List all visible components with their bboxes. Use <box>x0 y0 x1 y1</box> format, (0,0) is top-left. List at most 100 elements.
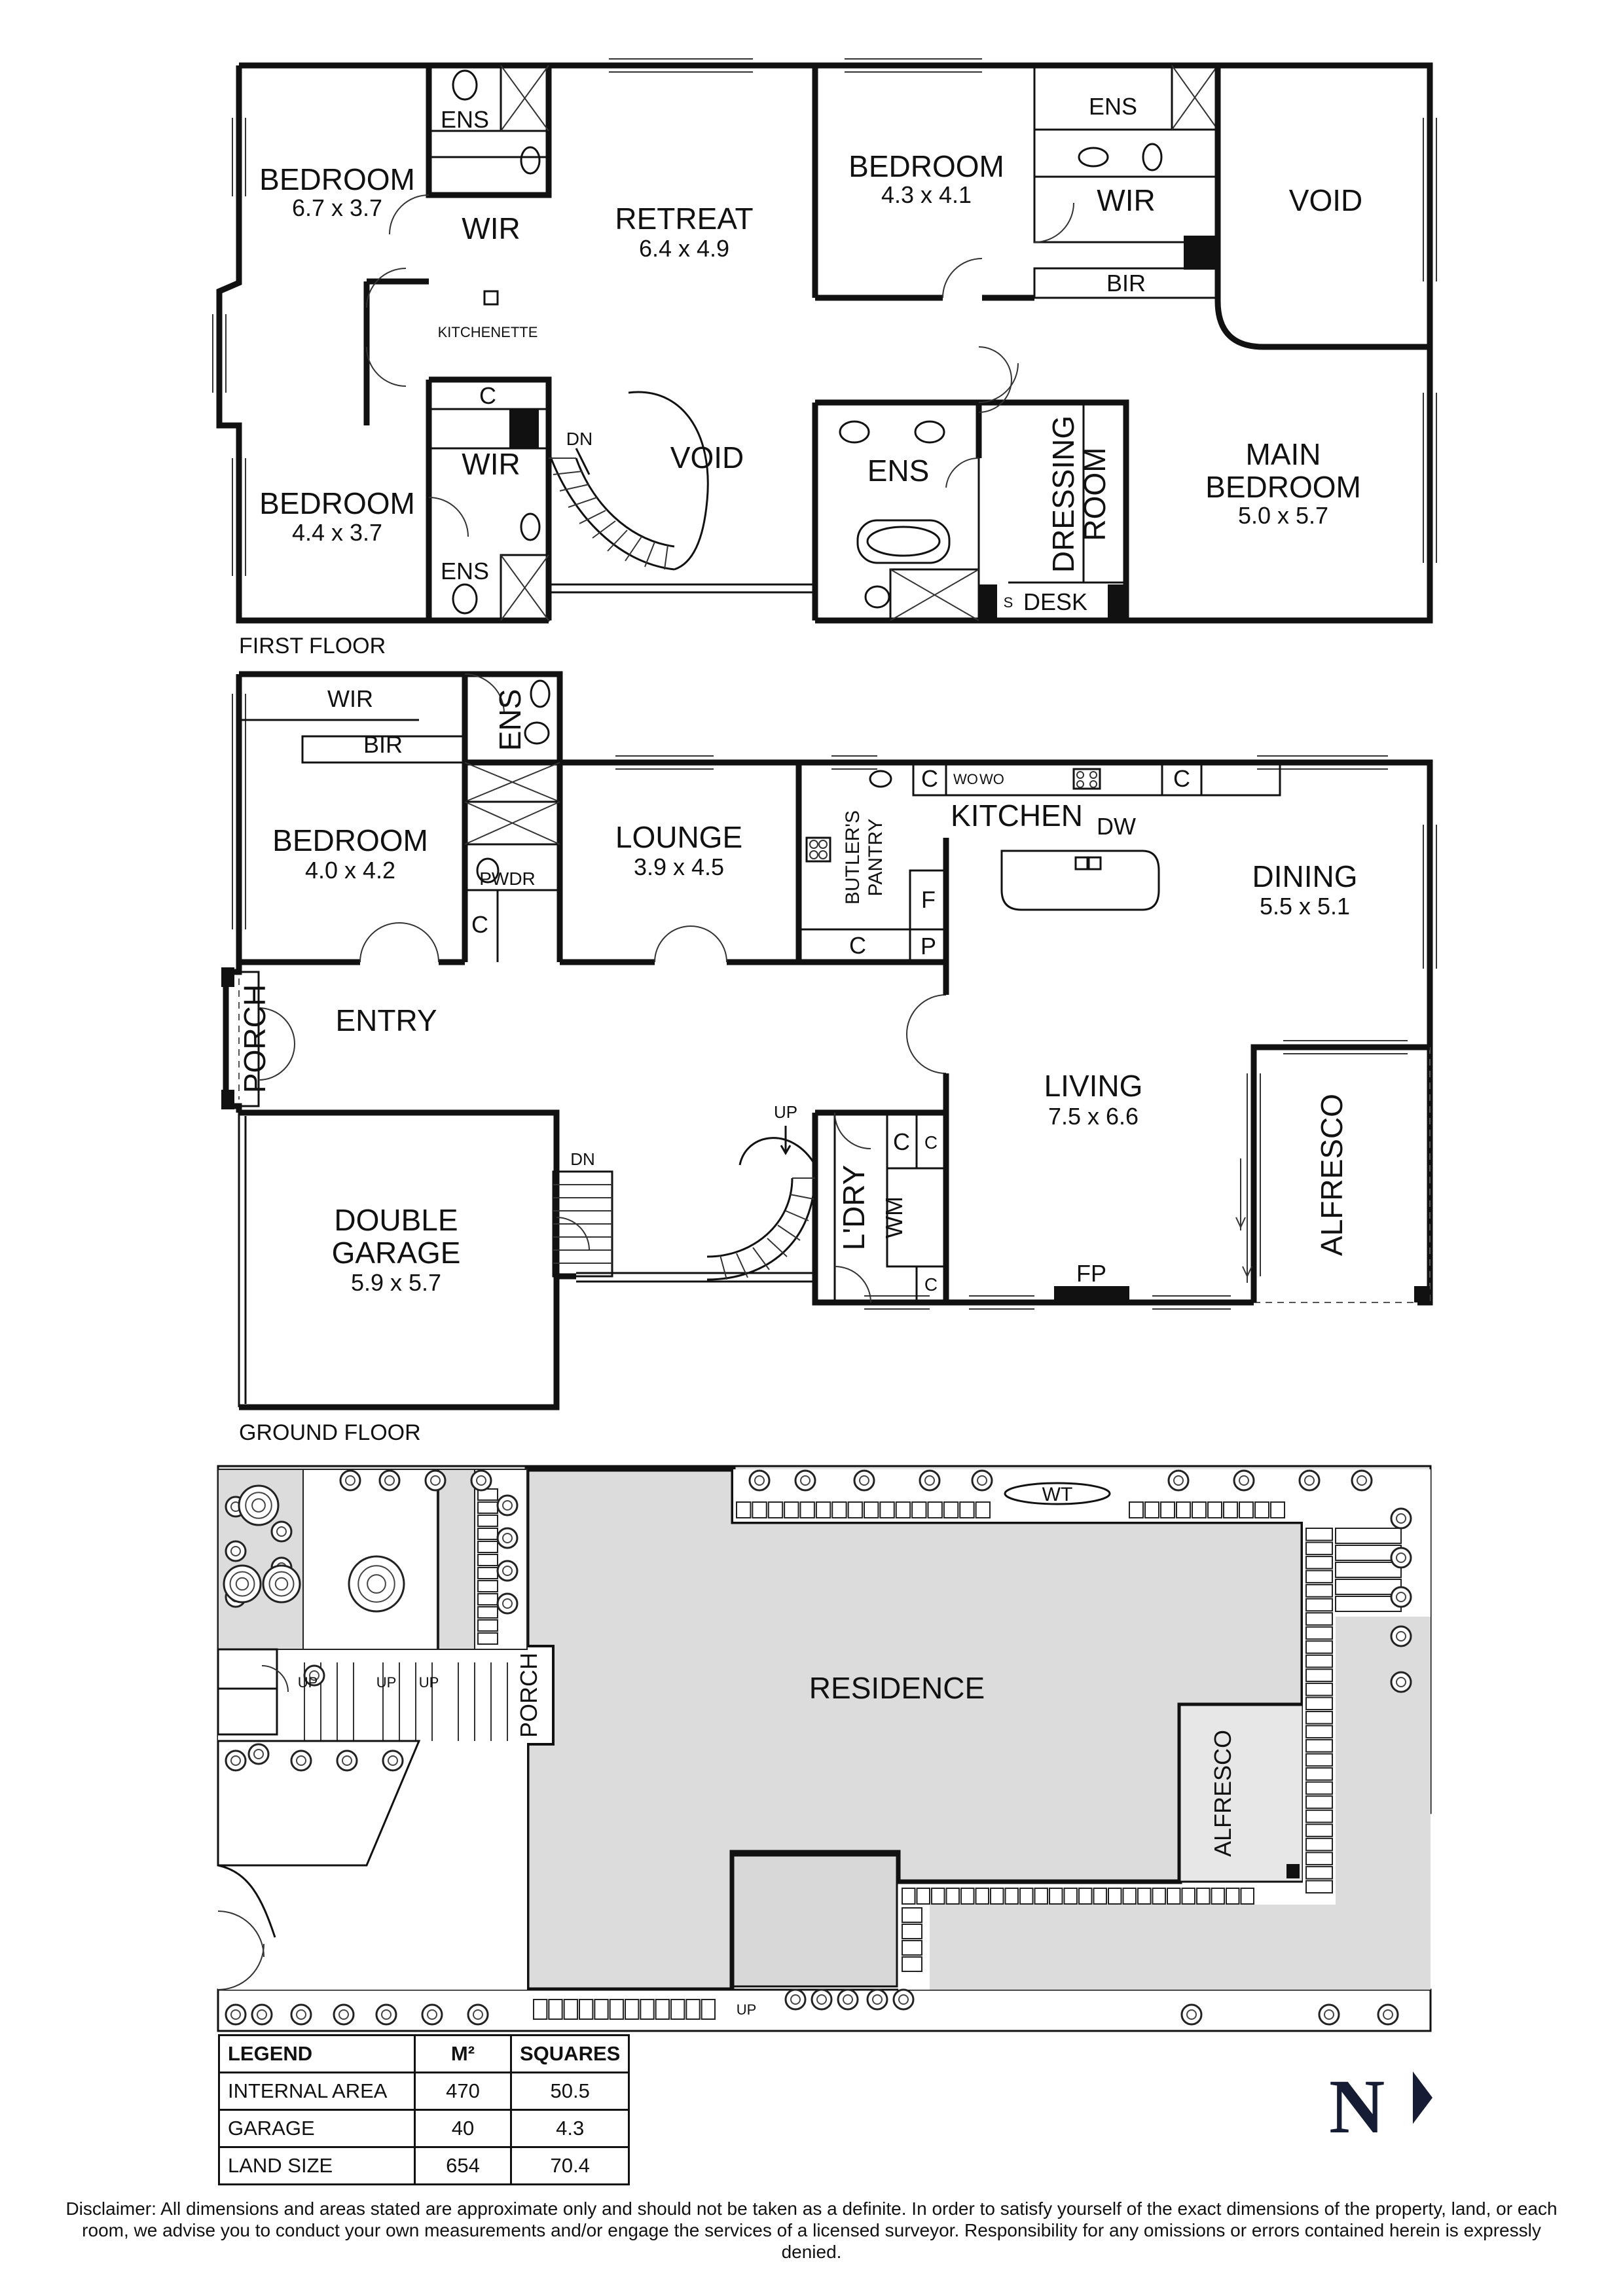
gf-c-label-2: C <box>849 932 866 959</box>
tree-icon <box>1298 1469 1321 1492</box>
tree-icon <box>303 1664 325 1687</box>
paver <box>1211 1888 1225 1905</box>
paver <box>752 1501 767 1518</box>
f-label: F <box>921 886 936 913</box>
paver <box>1223 1501 1238 1518</box>
paver <box>477 1632 498 1645</box>
kitchen-label: KITCHEN <box>951 798 1083 833</box>
site-porch-label: PORCH <box>515 1653 542 1738</box>
tree-icon <box>1180 2003 1203 2026</box>
gf-up-label: UP <box>774 1102 797 1122</box>
paver <box>1305 1865 1333 1880</box>
lounge-label: LOUNGE <box>615 820 742 854</box>
paver <box>895 1501 911 1518</box>
paver <box>477 1501 498 1514</box>
paver <box>1305 1781 1333 1795</box>
paver <box>1305 1711 1333 1725</box>
paver <box>1305 1528 1333 1541</box>
paver <box>1305 1753 1333 1767</box>
paver <box>959 1501 975 1518</box>
first-floor-plan: DRESSING ROOM BEDROOM 6.7 x 3.7 RETREAT … <box>212 58 1437 658</box>
tree-icon <box>467 2003 489 2026</box>
ff-void-2-label: VOID <box>670 440 744 475</box>
tree-icon <box>333 2003 355 2026</box>
site-up-label-1: UP <box>298 1674 318 1691</box>
gf-c-label-5: C <box>893 1128 910 1155</box>
paver <box>1305 1598 1333 1612</box>
dining-label: DINING <box>1252 859 1358 893</box>
ground-floor-title: GROUND FLOOR <box>239 1420 421 1445</box>
paver <box>701 1999 716 2020</box>
paver <box>579 1999 594 2020</box>
paver <box>1305 1852 1333 1865</box>
tree-icon <box>837 1988 859 2011</box>
tree-icon <box>811 1988 833 2011</box>
paver <box>767 1501 784 1518</box>
paver <box>1305 1556 1333 1570</box>
ff-ens-label-2: ENS <box>1089 93 1137 120</box>
wm-label: WM <box>881 1196 907 1238</box>
paver <box>990 1888 1004 1905</box>
main-bedroom-dim: 5.0 x 5.7 <box>1238 502 1328 529</box>
tree-icon <box>375 2003 397 2026</box>
ff-bedroom-3-label: BEDROOM <box>259 486 415 520</box>
paver <box>847 1501 863 1518</box>
tree-icon <box>1390 1507 1412 1530</box>
large-tree-icon <box>348 1555 405 1613</box>
garage-label-1: DOUBLE <box>334 1203 458 1237</box>
paver <box>1305 1626 1333 1640</box>
gf-c-label-6: C <box>924 1132 938 1153</box>
large-tree-icon <box>223 1564 262 1604</box>
tree-icon <box>1390 1625 1412 1647</box>
tree-icon <box>1377 2003 1399 2026</box>
gf-alfresco-label: ALFRESCO <box>1315 1094 1349 1256</box>
tree-icon <box>866 1988 888 2011</box>
fp-label: FP <box>1076 1260 1106 1287</box>
paver <box>1305 1570 1333 1584</box>
desk-s-left: S <box>1004 594 1013 611</box>
paver <box>1144 1501 1159 1518</box>
gf-c-label-1: C <box>471 911 488 938</box>
dw-label: DW <box>1097 813 1136 840</box>
paver <box>736 1501 752 1518</box>
site-up-label-4: UP <box>737 2001 757 2018</box>
paver <box>1160 1501 1175 1518</box>
site-up-label-3: UP <box>419 1674 439 1691</box>
wt-label: WT <box>1042 1484 1073 1505</box>
tree-icon <box>1390 1586 1412 1608</box>
legend-cell: 70.4 <box>509 2146 630 2185</box>
gf-ens-label: ENS <box>493 689 527 751</box>
paver <box>1305 1880 1333 1893</box>
paver <box>1063 1888 1078 1905</box>
ff-bedroom-1-dim: 6.7 x 3.7 <box>292 194 382 221</box>
ff-bir-label: BIR <box>1106 270 1146 296</box>
tree-icon <box>1351 1469 1373 1492</box>
paver <box>1239 1501 1254 1518</box>
legend-cell: LAND SIZE <box>218 2146 416 2185</box>
living-label: LIVING <box>1044 1069 1143 1103</box>
paver <box>902 1924 922 1939</box>
paver <box>1122 1888 1137 1905</box>
site-trees <box>223 1469 1412 2026</box>
tree-icon <box>496 1527 519 1549</box>
paver <box>1335 1528 1402 1544</box>
tree-icon <box>496 1494 519 1516</box>
paver <box>1305 1739 1333 1753</box>
paver <box>916 1888 930 1905</box>
tree-icon <box>421 2003 443 2026</box>
site-up-label-2: UP <box>376 1674 397 1691</box>
paver <box>1305 1809 1333 1823</box>
large-tree-icon <box>262 1564 301 1604</box>
paver <box>477 1541 498 1553</box>
first-floor-title: FIRST FLOOR <box>239 634 386 658</box>
tree-icon <box>1318 2003 1340 2026</box>
paver <box>927 1501 943 1518</box>
paver <box>1305 1668 1333 1682</box>
paver <box>1192 1501 1207 1518</box>
paver <box>1226 1888 1240 1905</box>
paver <box>1305 1612 1333 1626</box>
tree-icon <box>971 1469 993 1492</box>
legend-cell: 4.3 <box>509 2109 630 2148</box>
tree-icon <box>247 1743 270 1765</box>
site-plan: RESIDENCE PORCH ALFRESCO WT UP UP UP UP <box>217 1465 1432 2032</box>
